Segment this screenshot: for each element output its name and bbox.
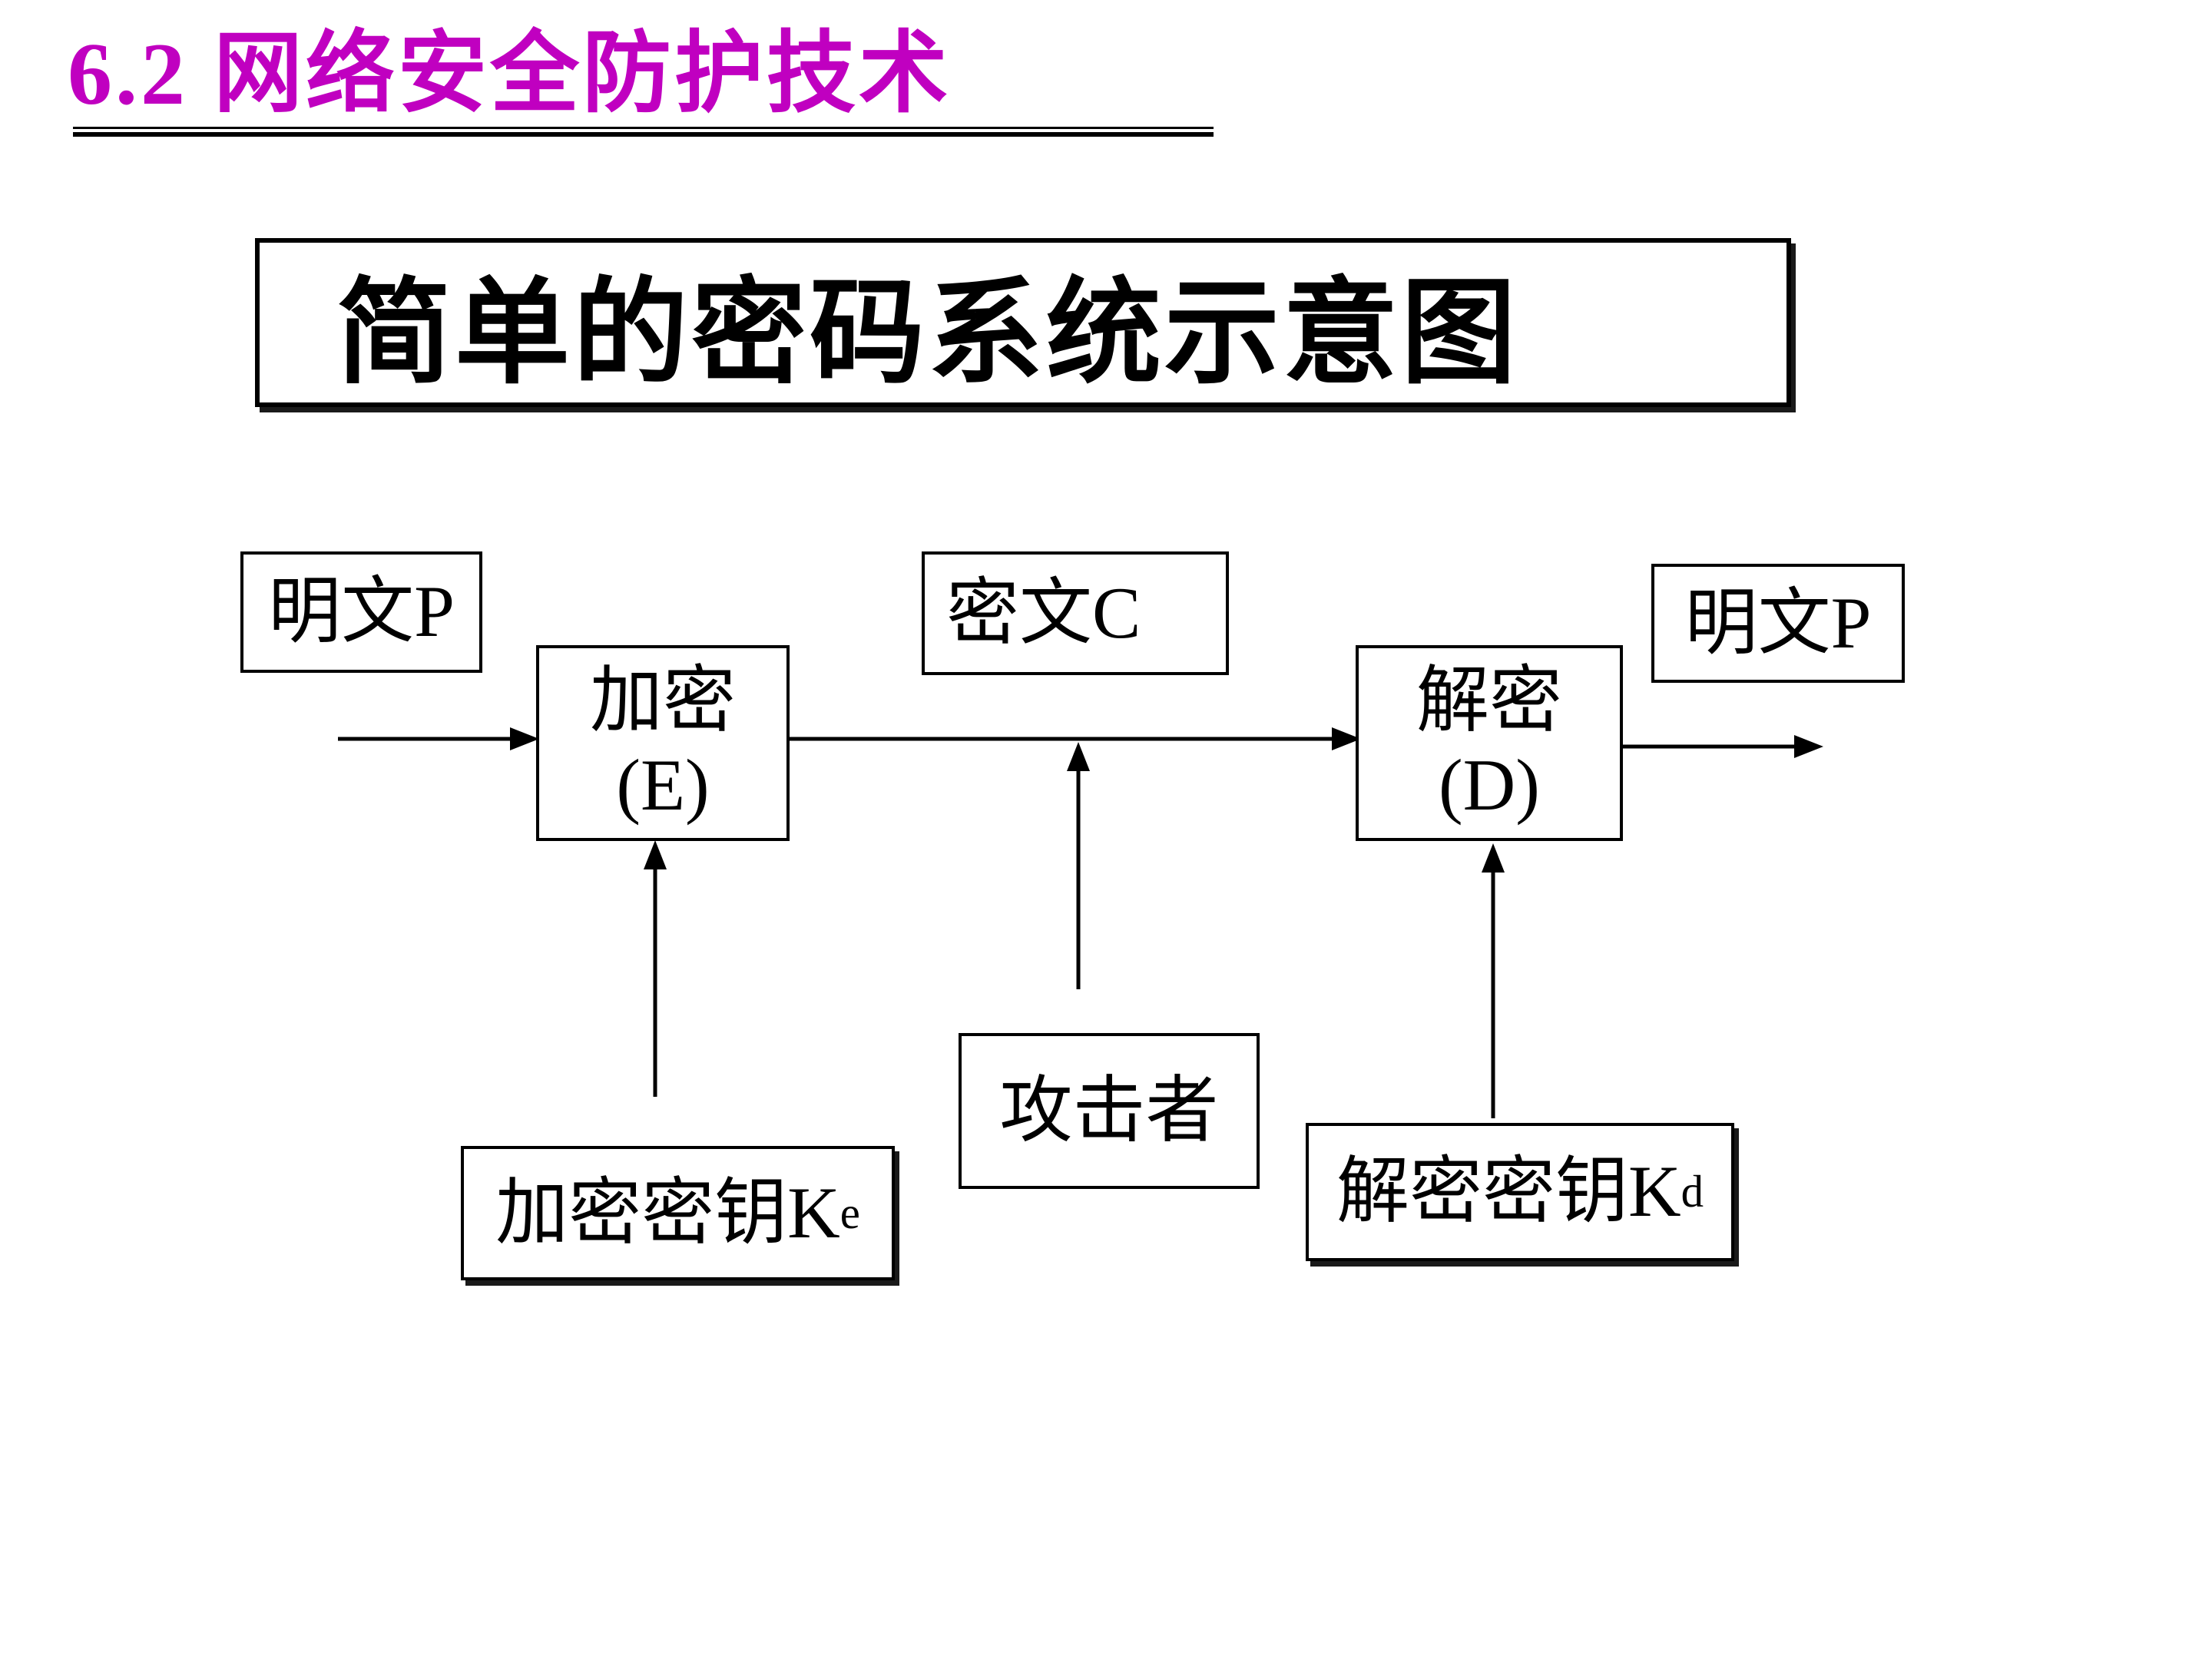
ciphertext-label: 密文C bbox=[946, 571, 1141, 654]
decrypt-key-label: 解密密钥K bbox=[1336, 1151, 1681, 1233]
arrow-encrypt-key-to-encrypt bbox=[644, 840, 667, 1097]
section-heading: 6.2 网络安全防护技术 bbox=[68, 25, 951, 124]
arrow-decrypt-key-to-decrypt bbox=[1482, 843, 1505, 1118]
encrypt-label-line1: 加密 bbox=[589, 660, 736, 742]
node-attacker: 攻击者 bbox=[959, 1033, 1260, 1189]
plaintext-right-label: 明文P bbox=[1684, 581, 1872, 664]
plaintext-left-label: 明文P bbox=[268, 571, 455, 653]
arrow-encrypt-to-decrypt bbox=[790, 727, 1361, 750]
arrow-attacker-to-channel bbox=[1067, 742, 1090, 989]
node-plaintext-left: 明文P bbox=[240, 551, 482, 673]
node-ciphertext: 密文C bbox=[922, 551, 1229, 675]
diagram-title: 简单的密码系统示意图 bbox=[336, 270, 1520, 398]
diagram-title-box: 简单的密码系统示意图 bbox=[255, 238, 1791, 407]
arrow-plaintext-to-encrypt bbox=[338, 727, 539, 750]
node-plaintext-right: 明文P bbox=[1651, 564, 1905, 683]
heading-underline bbox=[73, 127, 1214, 137]
encrypt-label-line2: (E) bbox=[616, 743, 710, 826]
decrypt-label-line1: 解密 bbox=[1416, 660, 1562, 742]
attacker-label: 攻击者 bbox=[999, 1069, 1219, 1151]
node-decrypt: 解密 (D) bbox=[1356, 645, 1623, 841]
node-encrypt: 加密 (E) bbox=[536, 645, 790, 841]
encrypt-key-label: 加密密钥K bbox=[495, 1171, 840, 1253]
decrypt-label-line2: (D) bbox=[1439, 743, 1540, 826]
arrow-decrypt-to-plaintext bbox=[1621, 735, 1823, 758]
